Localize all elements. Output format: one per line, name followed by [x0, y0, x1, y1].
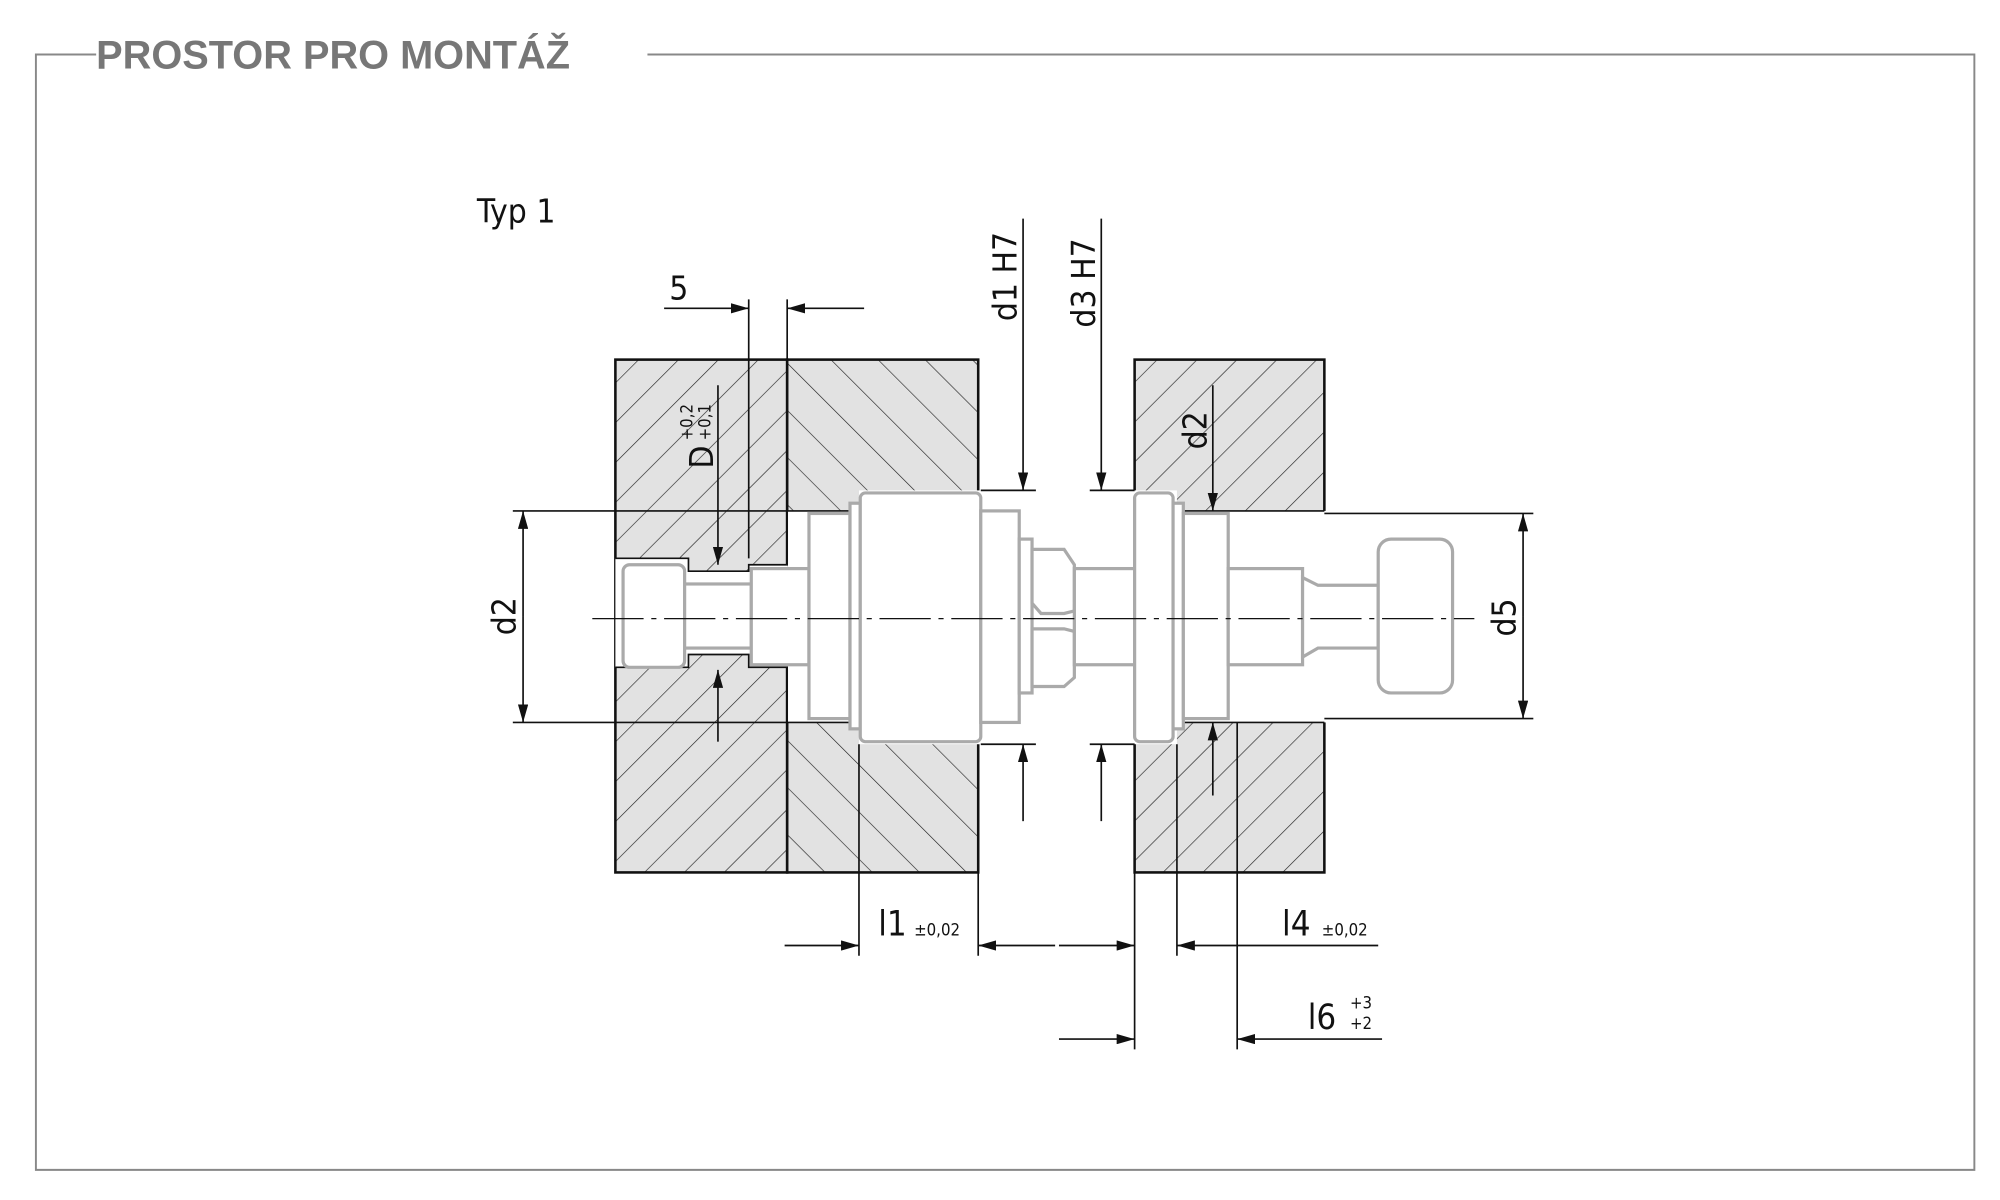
- dim-D: D: [682, 445, 721, 468]
- dim-l6-tol-lower: +2: [1350, 1014, 1372, 1033]
- dim-l1: l1: [878, 904, 906, 944]
- section-title: PROSTOR PRO MONTÁŽ: [96, 32, 570, 78]
- dim-D-tol-lower: +0,1: [695, 404, 714, 440]
- dim-l4: l4: [1282, 904, 1310, 944]
- dim-d5: d5: [1484, 598, 1523, 636]
- dim-d2-left: d2: [484, 597, 523, 635]
- dimension-labels: 5 D +0,2 +0,1 d1 H7 d3 H7 d2 d2 d5 l1 ±0…: [484, 232, 1523, 1038]
- dim-d3: d3 H7: [1064, 238, 1103, 327]
- frame: [34, 53, 1976, 1171]
- centering-bushing-assembly: [621, 491, 1455, 744]
- dim-D-tol-upper: +0,2: [677, 404, 696, 440]
- type-label: Typ 1: [476, 191, 556, 230]
- dim-l6-tol-upper: +3: [1350, 993, 1372, 1012]
- dim-d1: d1 H7: [986, 232, 1025, 321]
- dimension-lines: [512, 218, 1534, 1050]
- dim-l1-tol: ±0,02: [914, 920, 960, 939]
- dim-5: 5: [669, 268, 688, 307]
- dim-l6: l6: [1308, 998, 1336, 1038]
- dim-d2-right: d2: [1175, 411, 1214, 449]
- dim-l4-tol: ±0,02: [1322, 920, 1368, 939]
